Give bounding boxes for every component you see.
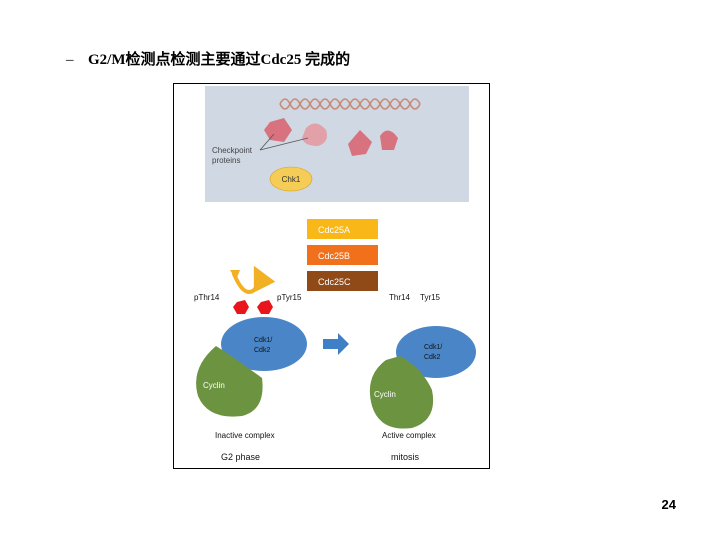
checkpoint-label-line1: Checkpoint xyxy=(212,146,253,155)
cdk-left-oval xyxy=(221,317,307,371)
cyclin-left-shape xyxy=(196,346,263,417)
cdc25a-box xyxy=(307,219,378,239)
cdc25a-label: Cdc25A xyxy=(318,225,350,235)
cyclin-right-shape xyxy=(369,356,434,429)
cyclin-right-label: Cyclin xyxy=(374,390,396,399)
curved-arrow-tail-icon xyxy=(230,270,240,280)
tyr15-label: Tyr15 xyxy=(420,293,441,302)
checkpoint-label-line2: proteins xyxy=(212,156,240,165)
curved-arrow-icon xyxy=(232,265,276,294)
transition-arrow-icon xyxy=(323,333,349,355)
page-number: 24 xyxy=(661,497,676,512)
cdk-right-line2: Cdk2 xyxy=(424,354,440,361)
cdc25-diagram: Checkpoint proteins Chk1 Cdc25A Cdc25B C… xyxy=(194,86,476,462)
cdc25c-label: Cdc25C xyxy=(318,277,351,287)
slide-bullet: –G2/M检测点检测主要通过Cdc25 完成的 xyxy=(66,48,350,69)
cdc25b-box xyxy=(307,245,378,265)
phosphate-thr14-icon xyxy=(233,300,249,314)
inactive-complex-label: Inactive complex xyxy=(215,431,275,440)
active-complex-label: Active complex xyxy=(382,431,436,440)
chk1-oval xyxy=(269,166,313,192)
cdk-right-line1: Cdk1/ xyxy=(424,344,442,351)
cdc25b-label: Cdc25B xyxy=(318,251,350,261)
cdk-left-line2: Cdk2 xyxy=(254,347,270,354)
ptyr15-label: pTyr15 xyxy=(277,293,302,302)
cdc25c-box xyxy=(307,271,378,291)
checkpoint-protein-3 xyxy=(348,130,372,156)
checkpoint-protein-2 xyxy=(302,123,327,146)
checkpoint-pointer-line xyxy=(259,137,309,151)
checkpoint-protein-4 xyxy=(380,130,398,150)
chk1-label: Chk1 xyxy=(282,175,301,184)
dna-helix-icon xyxy=(279,98,421,110)
cyclin-left-label: Cyclin xyxy=(203,381,225,390)
g2-phase-label: G2 phase xyxy=(221,452,260,462)
cdk-right-oval xyxy=(396,326,476,378)
thr14-label: Thr14 xyxy=(389,293,410,302)
pthr14-label: pThr14 xyxy=(194,293,220,302)
diagram-frame: Checkpoint proteins Chk1 Cdc25A Cdc25B C… xyxy=(173,83,490,469)
checkpoint-panel xyxy=(205,86,469,202)
slide-title: G2/M检测点检测主要通过Cdc25 完成的 xyxy=(88,52,351,68)
phosphate-tyr15-icon xyxy=(257,300,273,314)
cdk-left-line1: Cdk1/ xyxy=(254,337,272,344)
checkpoint-pointer-line xyxy=(259,133,275,151)
checkpoint-protein-1 xyxy=(264,118,292,142)
bullet-dash: – xyxy=(66,52,74,68)
mitosis-label: mitosis xyxy=(391,452,420,462)
